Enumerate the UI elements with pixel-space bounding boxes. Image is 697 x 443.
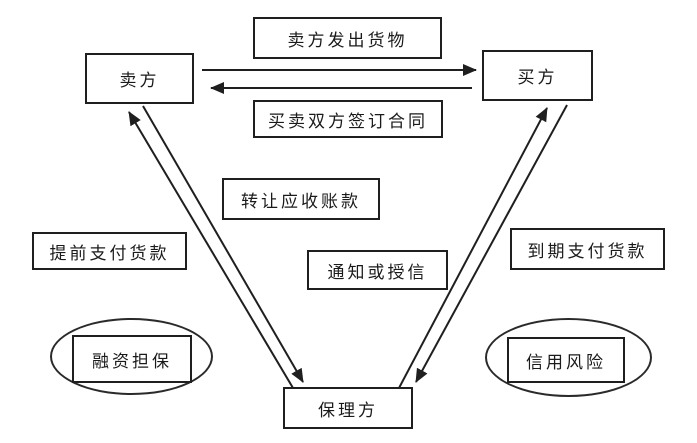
label-transfer-receivables: 转让应收账款 xyxy=(222,178,380,220)
label-notify-or-credit: 通知或授信 xyxy=(307,250,448,290)
arrow-transfer-receivables xyxy=(142,105,304,383)
arrow-notify-or-credit xyxy=(398,107,548,389)
node-buyer: 买方 xyxy=(482,50,593,101)
node-seller: 卖方 xyxy=(85,53,194,104)
label-sign-contract: 买卖双方签订合同 xyxy=(253,100,443,138)
annotation-financing-guarantee: 融资担保 xyxy=(72,335,192,383)
arrow-advance-payment xyxy=(128,111,294,389)
label-maturity-payment: 到期支付货款 xyxy=(510,228,665,270)
node-factor: 保理方 xyxy=(283,387,413,429)
arrow-maturity-payment xyxy=(415,104,568,383)
label-advance-payment: 提前支付货款 xyxy=(32,232,187,270)
label-ship-goods: 卖方发出货物 xyxy=(253,17,442,59)
annotation-credit-risk: 信用风险 xyxy=(507,337,625,383)
